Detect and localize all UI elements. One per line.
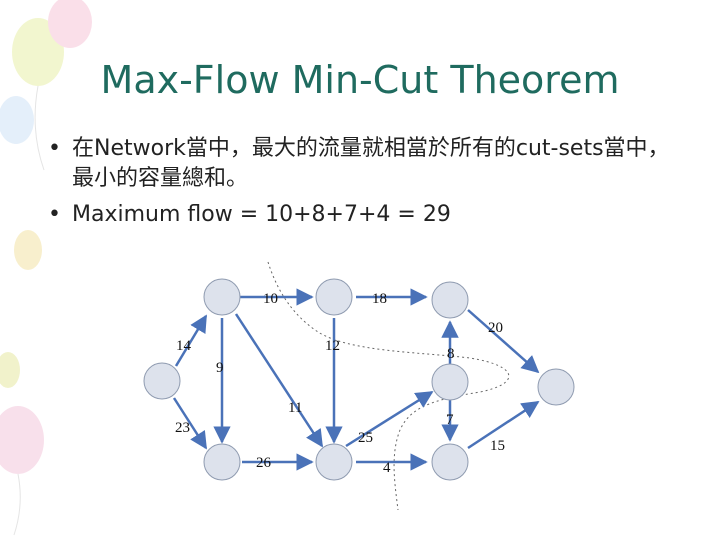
node-g	[432, 444, 468, 480]
node-a	[204, 279, 240, 315]
capacity-label: 25	[358, 430, 373, 446]
capacity-label: 18	[372, 291, 387, 307]
node-f	[432, 364, 468, 400]
node-s	[144, 363, 180, 399]
node-e	[316, 444, 352, 480]
capacity-label: 4	[383, 460, 391, 476]
capacity-label: 10	[263, 291, 278, 307]
capacity-label: 23	[175, 420, 190, 436]
edge-c-t	[468, 310, 538, 372]
capacity-label: 12	[325, 338, 340, 354]
node-c	[432, 282, 468, 318]
capacity-label: 15	[490, 438, 505, 454]
capacity-label: 14	[176, 338, 192, 354]
capacity-label: 20	[488, 320, 503, 336]
capacity-label: 11	[288, 400, 302, 416]
node-t	[538, 369, 574, 405]
node-b	[316, 279, 352, 315]
edge-a-e	[236, 314, 322, 446]
capacity-label: 9	[216, 360, 224, 376]
capacity-label: 8	[447, 346, 455, 362]
node-d	[204, 444, 240, 480]
capacity-label: 7	[446, 412, 454, 428]
capacity-label: 26	[256, 455, 272, 471]
